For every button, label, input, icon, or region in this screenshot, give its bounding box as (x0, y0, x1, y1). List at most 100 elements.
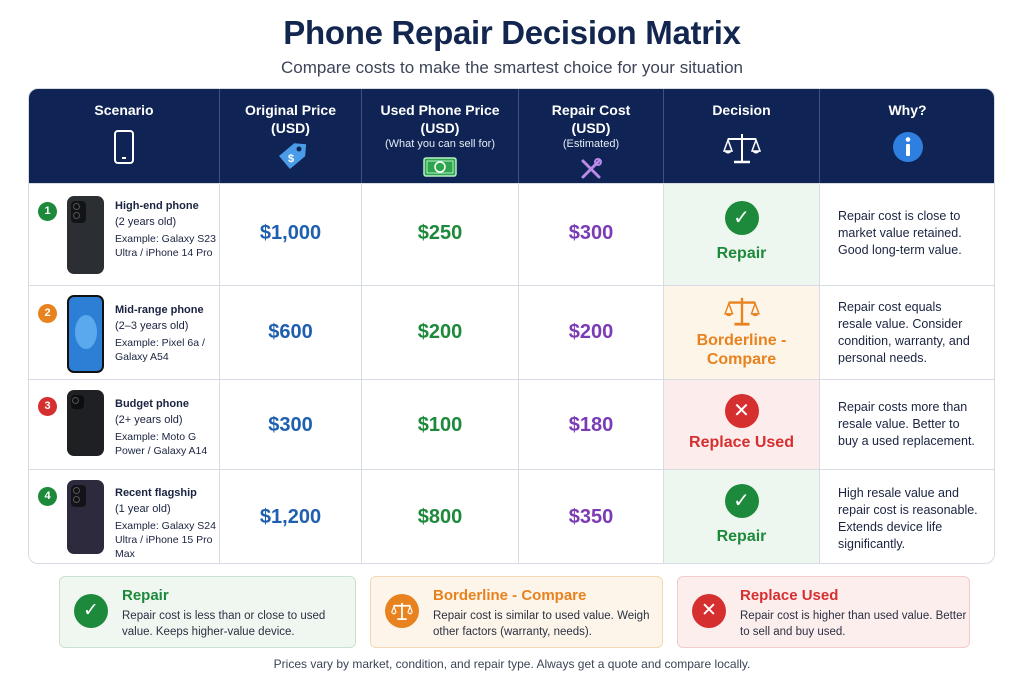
header-repair-note: (Estimated) (562, 138, 620, 150)
svg-text:$: $ (288, 153, 294, 165)
checkmark-icon: ✓ (74, 594, 108, 628)
why-cell: High resale value and repair cost is rea… (820, 470, 994, 563)
scenario-cell: 4 Recent flagship (1 year old) Example: … (29, 470, 220, 563)
legend-description: Repair cost is less than or close to use… (122, 610, 326, 638)
header-original-price: Original Price (USD) $ (220, 89, 362, 183)
scenario-example: Example: Galaxy S24 Ultra / iPhone 15 Pr… (115, 520, 216, 560)
price-tag-icon: $ (275, 141, 307, 180)
decision-label: Borderline - Compare (696, 332, 787, 368)
used-price-value: $100 (417, 414, 463, 436)
used-price-cell: $250 (362, 184, 519, 285)
repair-cost-value: $300 (568, 222, 614, 244)
balance-scale-icon (385, 594, 419, 628)
used-price-cell: $800 (362, 470, 519, 563)
header-repair-cost: Repair Cost (USD) (Estimated) (519, 89, 664, 183)
used-price-value: $250 (417, 222, 463, 244)
scenario-title: Budget phone (115, 398, 189, 410)
repair-cost-cell: $200 (519, 286, 664, 379)
original-price-value: $600 (268, 321, 313, 343)
legend-replace: ✕ Replace Used Repair cost is higher tha… (677, 576, 970, 648)
close-icon: ✕ (692, 594, 726, 628)
header-repair-label: Repair Cost (551, 102, 631, 118)
why-cell: Repair cost is close to market value ret… (820, 184, 994, 285)
phone-image (67, 480, 104, 554)
header-original-unit: (USD) (271, 120, 310, 136)
used-price-cell: $200 (362, 286, 519, 379)
original-price-cell: $600 (220, 286, 362, 379)
checkmark-icon: ✓ (724, 484, 759, 518)
balance-scale-icon (722, 131, 761, 170)
row-number-badge: 3 (38, 397, 57, 416)
repair-cost-value: $350 (568, 506, 614, 528)
header-decision: Decision (664, 89, 820, 183)
why-text: Repair cost is close to market value ret… (838, 209, 962, 257)
decision-cell: ✕ Replace Used (664, 380, 820, 469)
scenario-cell: 3 Budget phone (2+ years old) Example: M… (29, 380, 220, 469)
header-why-label: Why? (888, 102, 927, 118)
cash-icon (423, 157, 457, 182)
why-text: Repair costs more than resale value. Bet… (838, 400, 975, 448)
repair-cost-cell: $180 (519, 380, 664, 469)
why-cell: Repair costs more than resale value. Bet… (820, 380, 994, 469)
close-icon: ✕ (724, 394, 759, 428)
legend-repair: ✓ Repair Repair cost is less than or clo… (59, 576, 356, 648)
phone-image (67, 196, 104, 274)
original-price-value: $1,200 (259, 506, 322, 528)
original-price-cell: $1,000 (220, 184, 362, 285)
info-icon (892, 131, 924, 168)
table-row: 3 Budget phone (2+ years old) Example: M… (29, 379, 994, 469)
scenario-cell: 2 Mid-range phone (2–3 years old) Exampl… (29, 286, 220, 379)
header-scenario: Scenario (29, 89, 220, 183)
repair-cost-value: $200 (568, 321, 614, 343)
original-price-value: $300 (268, 414, 313, 436)
header-used-price: Used Phone Price (USD) (What you can sel… (362, 89, 519, 183)
legend-description: Repair cost is similar to used value. We… (433, 610, 650, 638)
decision-label: Repair (716, 245, 767, 262)
tools-icon (579, 157, 603, 186)
header-used-label: Used Phone Price (380, 102, 500, 118)
original-price-cell: $300 (220, 380, 362, 469)
repair-cost-cell: $300 (519, 184, 664, 285)
header-decision-label: Decision (712, 102, 771, 118)
decision-matrix-table: Scenario Original Price (USD) $ Used Pho… (28, 88, 995, 564)
legend-title: Borderline - Compare (433, 587, 587, 604)
header-used-unit: (USD) (420, 120, 460, 136)
used-price-value: $800 (417, 506, 463, 528)
repair-cost-value: $180 (568, 414, 614, 436)
legend-description: Repair cost is higher than used value. B… (740, 610, 967, 638)
checkmark-icon: ✓ (724, 201, 759, 235)
scenario-example: Example: Moto G Power / Galaxy A14 (115, 431, 208, 457)
scenario-age: (1 year old) (115, 503, 171, 515)
table-row: 1 High-end phone (2 years old) Example: … (29, 183, 994, 285)
header-why: Why? (820, 89, 994, 183)
phone-image (67, 295, 104, 373)
legend-borderline: Borderline - Compare Repair cost is simi… (370, 576, 663, 648)
footer-note: Prices vary by market, condition, and re… (273, 657, 751, 671)
scenario-title: Mid-range phone (115, 304, 204, 316)
row-number-badge: 1 (38, 202, 57, 221)
row-number-badge: 2 (38, 304, 57, 323)
original-price-value: $1,000 (259, 222, 322, 244)
decision-cell: ✓ Repair (664, 184, 820, 285)
decision-label: Repair (716, 528, 767, 545)
balance-scale-icon (724, 295, 760, 332)
decision-label: Replace Used (689, 434, 794, 451)
decision-cell: ✓ Repair (664, 470, 820, 563)
row-number-badge: 4 (38, 487, 57, 506)
page-title: Phone Repair Decision Matrix (283, 14, 741, 51)
scenario-example: Example: Galaxy S23 Ultra / iPhone 14 Pr… (115, 233, 216, 259)
table-row: 2 Mid-range phone (2–3 years old) Exampl… (29, 285, 994, 379)
header-scenario-label: Scenario (94, 102, 154, 118)
header-original-label: Original Price (244, 102, 337, 118)
legend-title: Replace Used (740, 587, 839, 604)
header-used-note: (What you can sell for) (384, 138, 496, 150)
scenario-title: High-end phone (115, 200, 199, 212)
why-text: High resale value and repair cost is rea… (838, 486, 978, 551)
phone-icon (113, 129, 135, 170)
original-price-cell: $1,200 (220, 470, 362, 563)
scenario-example: Example: Pixel 6a / Galaxy A54 (115, 337, 205, 363)
used-price-cell: $100 (362, 380, 519, 469)
page-subtitle: Compare costs to make the smartest choic… (280, 58, 744, 77)
scenario-title: Recent flagship (115, 487, 197, 499)
header-repair-unit: (USD) (571, 120, 611, 136)
